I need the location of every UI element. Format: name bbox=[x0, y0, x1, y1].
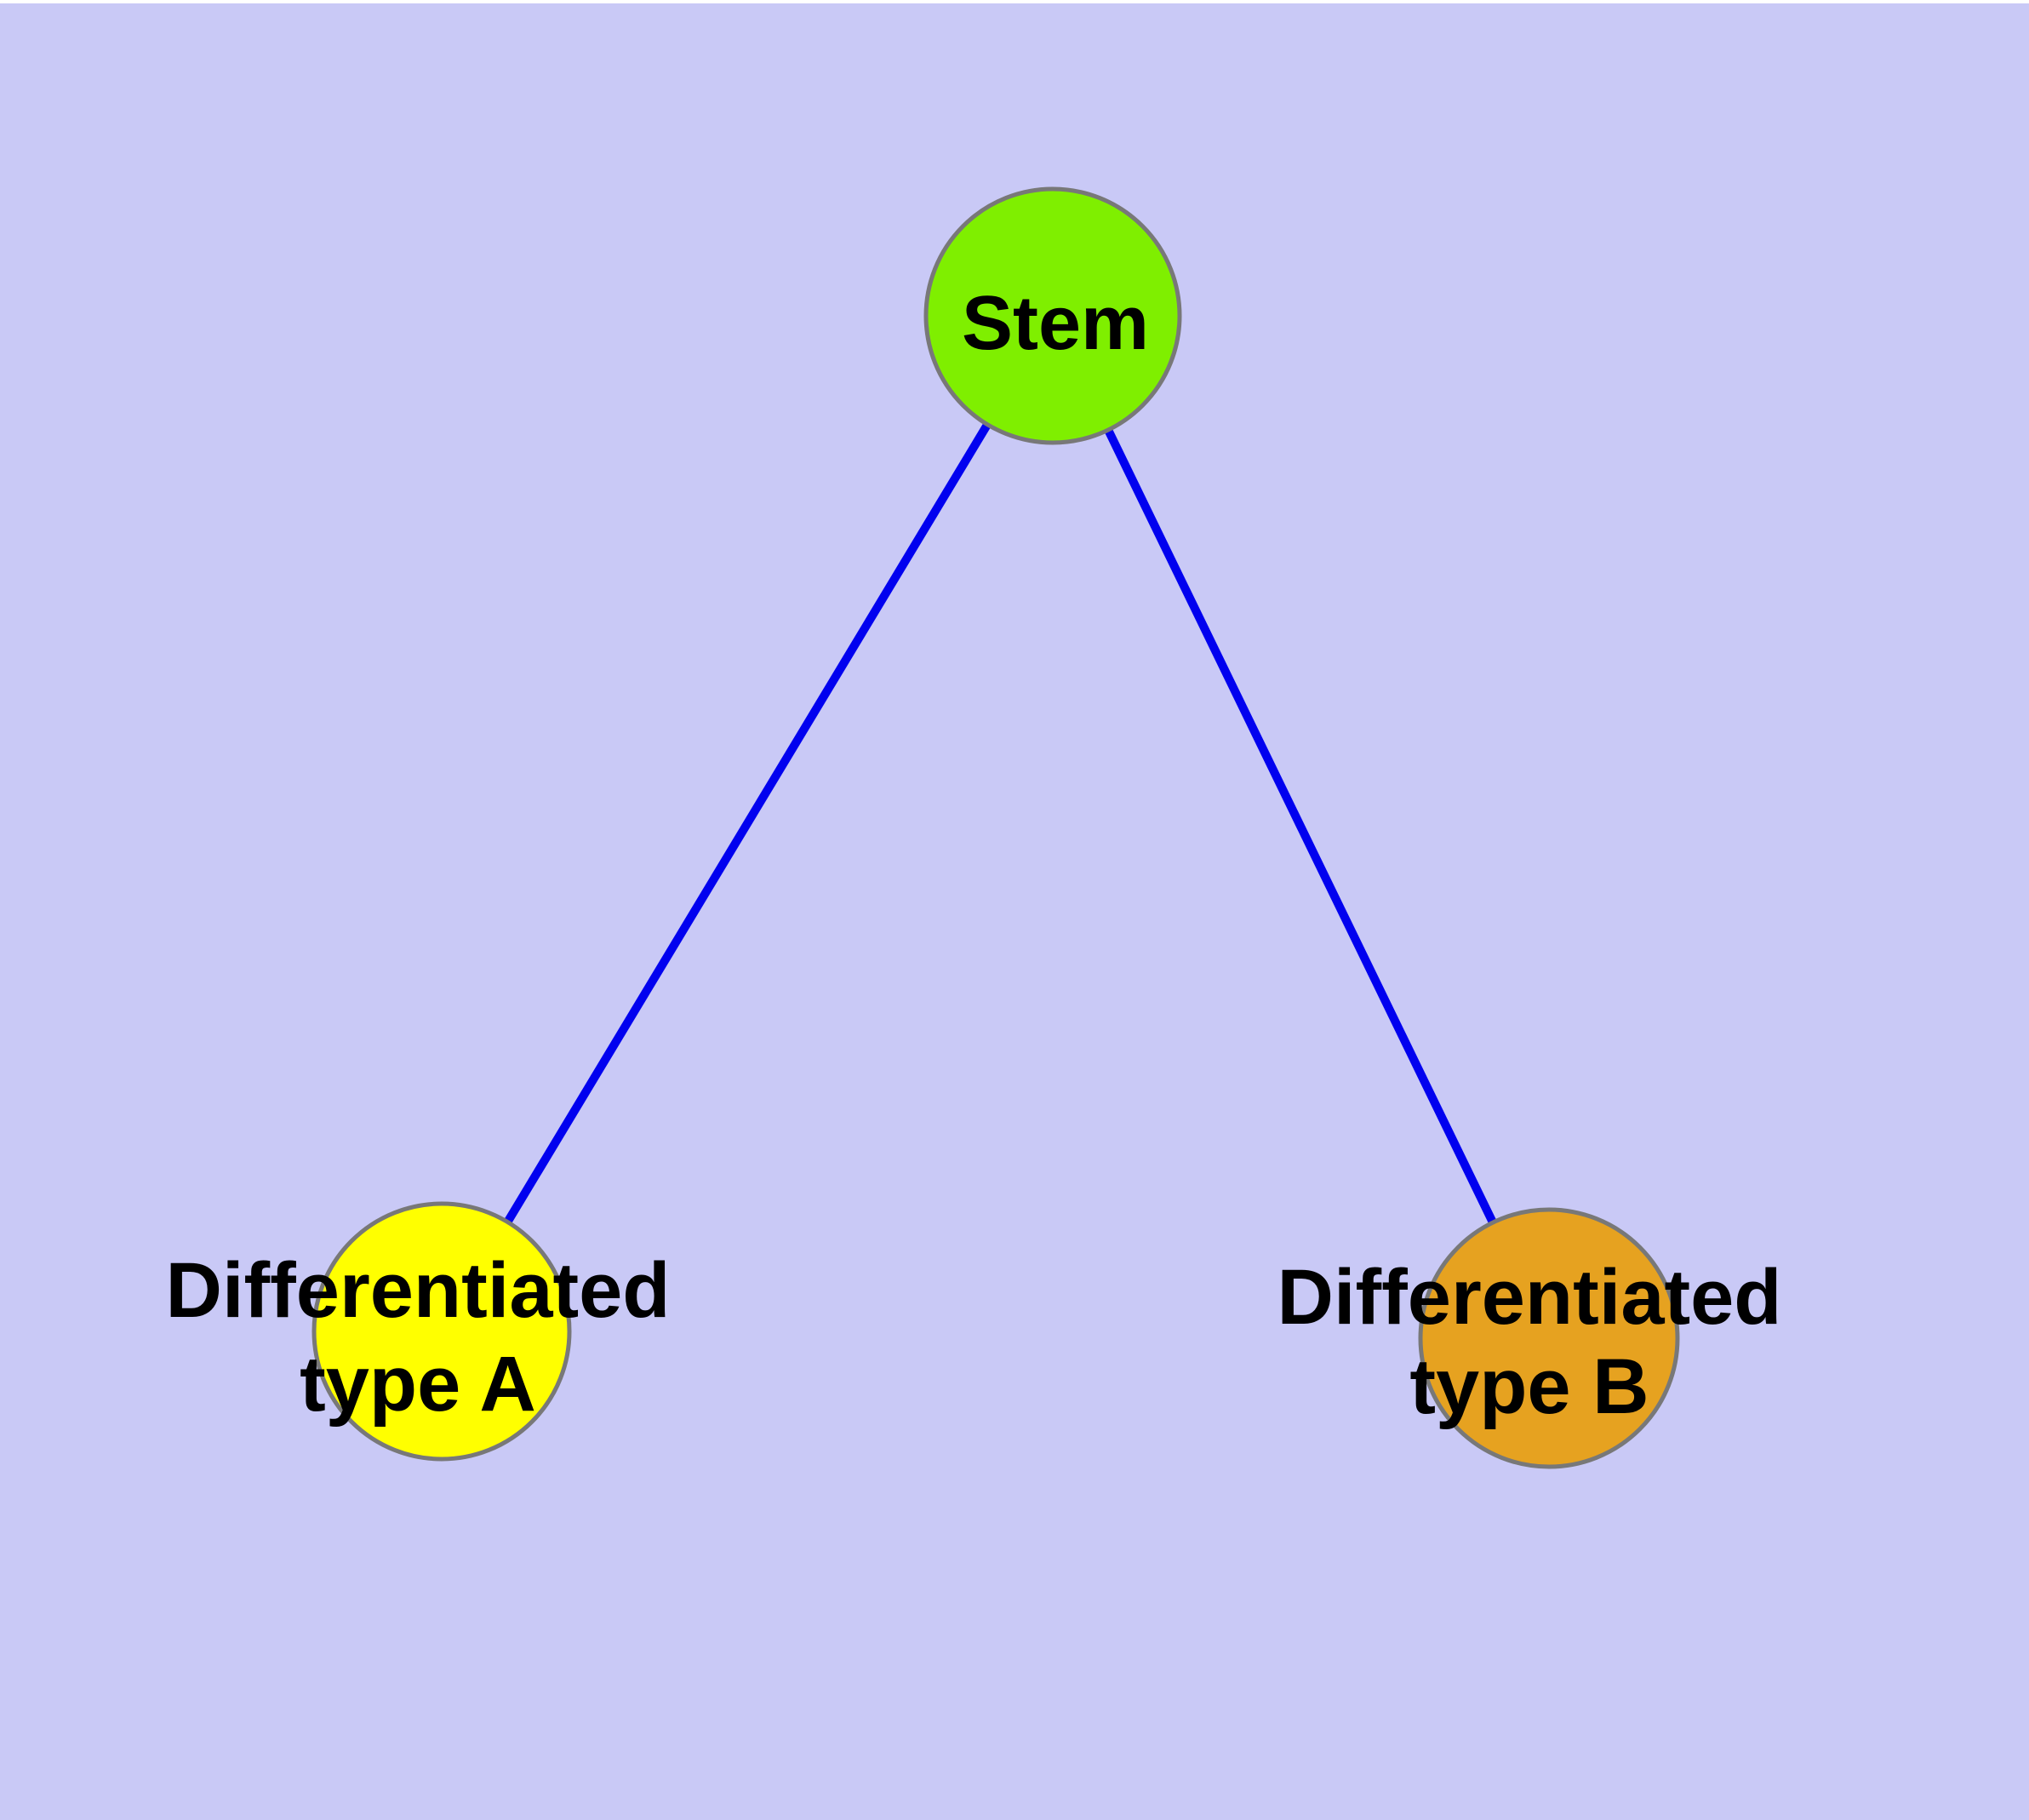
node-stem: Stem bbox=[923, 186, 1182, 445]
node-differentiated-type-a: Differentiated type A bbox=[166, 1201, 671, 1462]
edge-stem-to-type-a bbox=[437, 313, 1057, 1334]
node-type-a-circle bbox=[311, 1201, 572, 1462]
node-type-a-label-line1: Differentiated bbox=[166, 1247, 671, 1334]
node-stem-label: Stem bbox=[962, 281, 1149, 366]
node-type-b-label-line1: Differentiated bbox=[1277, 1254, 1782, 1341]
node-type-a-label-line2: type A bbox=[300, 1341, 536, 1428]
node-type-b-label-line2: type B bbox=[1409, 1343, 1649, 1430]
node-differentiated-type-b: Differentiated type B bbox=[1277, 1207, 1782, 1469]
edge-stem-to-type-b bbox=[1049, 313, 1553, 1341]
node-type-b-circle bbox=[1418, 1207, 1680, 1469]
node-stem-circle bbox=[923, 186, 1182, 445]
